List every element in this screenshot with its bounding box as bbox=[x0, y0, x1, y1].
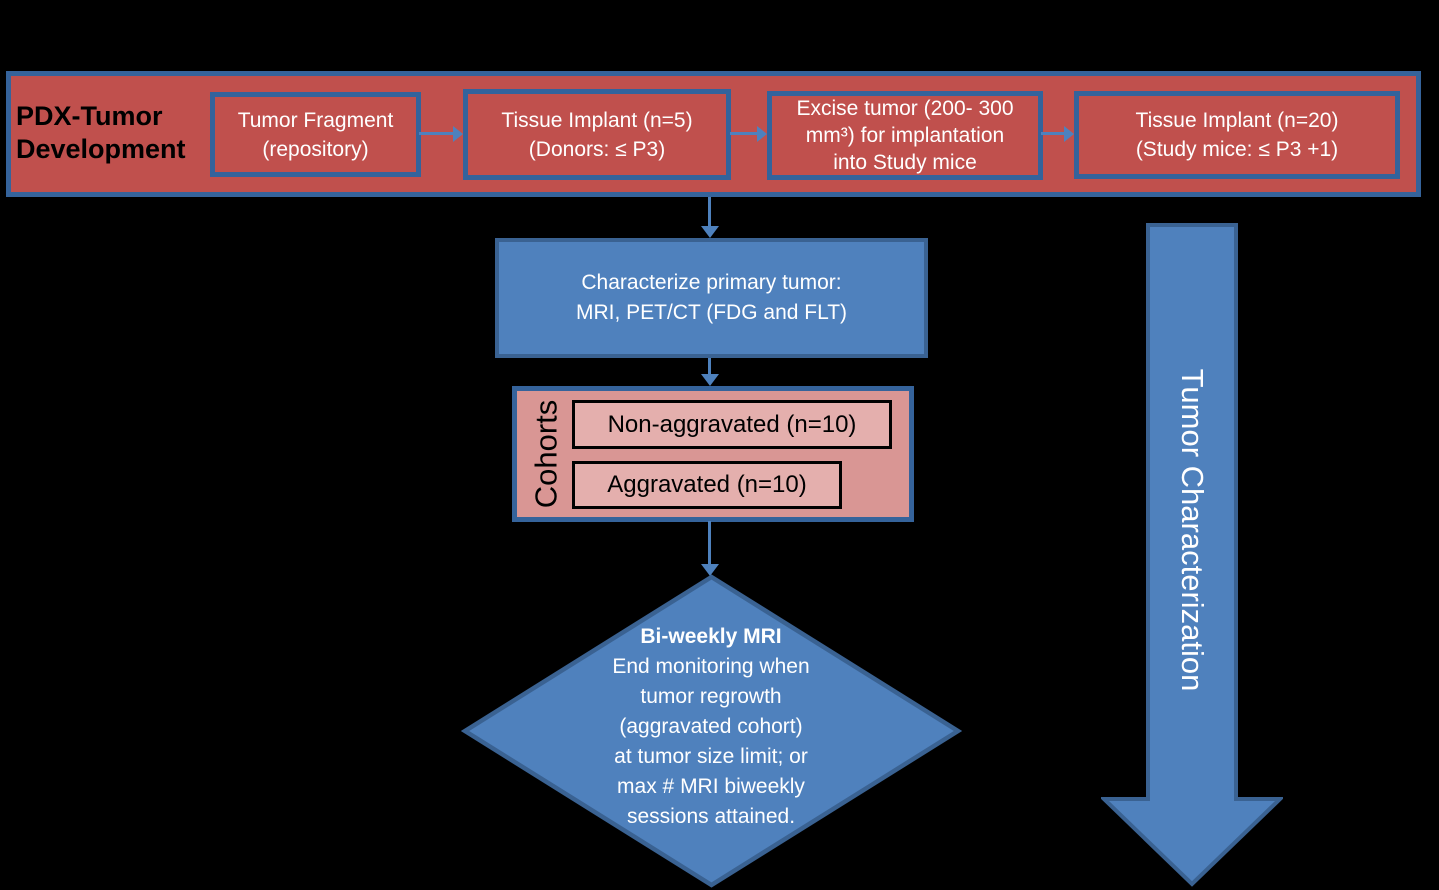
arrow-head bbox=[701, 564, 719, 576]
step-line: (Donors: ≤ P3) bbox=[528, 137, 666, 161]
diamond-line: at tumor size limit; or bbox=[614, 745, 808, 768]
cohort-aggravated: Aggravated (n=10) bbox=[572, 461, 842, 509]
arrow-right-icon bbox=[730, 126, 767, 142]
arrow-line bbox=[708, 521, 711, 566]
step-line: Tissue Implant (n=5) bbox=[501, 108, 693, 132]
diamond-title: Bi-weekly MRI bbox=[640, 625, 782, 648]
step-line: (Study mice: ≤ P3 +1) bbox=[1135, 138, 1339, 161]
tumor-characterization-label: Tumor Characterization bbox=[1175, 368, 1210, 692]
step-tissue-implant-donors: Tissue Implant (n=5) (Donors: ≤ P3) bbox=[463, 89, 731, 180]
diamond-line: max # MRI biweekly bbox=[617, 775, 805, 798]
cohort-non-aggravated: Non-aggravated (n=10) bbox=[572, 400, 892, 449]
diamond-line: (aggravated cohort) bbox=[619, 715, 803, 738]
step-line: into Study mice bbox=[833, 151, 977, 174]
tumor-characterization-arrow bbox=[1101, 223, 1283, 887]
arrow-head bbox=[1064, 126, 1074, 142]
step-tissue-implant-study: Tissue Implant (n=20) (Study mice: ≤ P3 … bbox=[1074, 91, 1400, 179]
arrow-right-icon bbox=[1041, 126, 1074, 142]
arrow-line bbox=[1041, 132, 1065, 135]
decision-diamond-text: Bi-weekly MRI End monitoring when tumor … bbox=[546, 622, 876, 832]
arrow-line bbox=[730, 132, 758, 135]
diamond-line: End monitoring when bbox=[612, 655, 810, 678]
step-line: Excise tumor (200- 300 bbox=[796, 97, 1014, 120]
step-line: Tissue Implant (n=20) bbox=[1135, 109, 1339, 132]
arrow-line bbox=[708, 358, 711, 376]
arrow-head bbox=[701, 374, 719, 386]
arrow-head bbox=[757, 126, 767, 142]
characterize-line: Characterize primary tumor: bbox=[581, 271, 842, 294]
banner-title: PDX-Tumor Development bbox=[16, 101, 186, 164]
cohorts-label: Cohorts bbox=[528, 399, 564, 509]
arrow-head bbox=[701, 226, 719, 238]
arrow-right-icon bbox=[419, 126, 463, 142]
arrow-line bbox=[708, 197, 711, 228]
diamond-line: sessions attained. bbox=[626, 805, 796, 828]
arrow-line bbox=[419, 132, 454, 135]
diamond-line: tumor regrowth bbox=[640, 685, 782, 708]
characterize-tumor-box: Characterize primary tumor: MRI, PET/CT … bbox=[495, 238, 928, 358]
characterize-line: MRI, PET/CT (FDG and FLT) bbox=[575, 301, 848, 324]
step-line: mm³) for implantation bbox=[805, 124, 1005, 147]
arrow-down-icon bbox=[701, 521, 719, 576]
step-tumor-fragment: Tumor Fragment (repository) bbox=[210, 92, 421, 177]
cohorts-box: Cohorts Non-aggravated (n=10) Aggravated… bbox=[512, 386, 914, 522]
arrow-head bbox=[453, 126, 463, 142]
step-excise-tumor: Excise tumor (200- 300 mm³) for implanta… bbox=[767, 91, 1043, 180]
pdx-development-banner: PDX-Tumor Development Tumor Fragment (re… bbox=[6, 71, 1421, 197]
decision-diamond-shape bbox=[461, 574, 962, 888]
arrow-down-icon bbox=[701, 197, 719, 238]
step-line: Tumor Fragment bbox=[237, 108, 394, 132]
step-line: (repository) bbox=[262, 137, 369, 161]
arrow-down-icon bbox=[701, 358, 719, 386]
